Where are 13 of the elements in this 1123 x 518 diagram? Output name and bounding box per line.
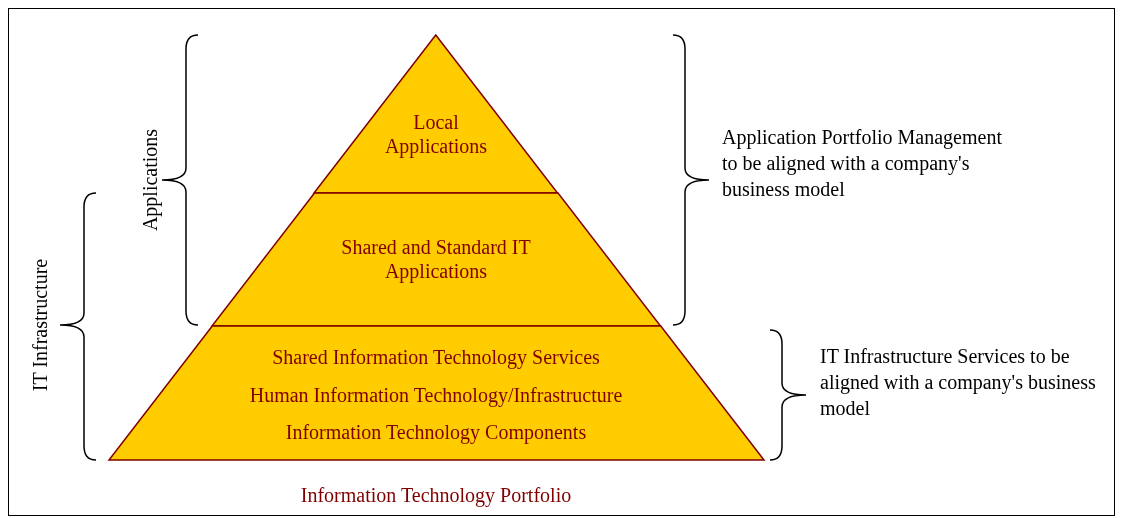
section-label: Human Information Technology/Infrastructure [248, 383, 624, 407]
section-label: Shared and Standard IT Applications [340, 235, 532, 283]
vertical-label: Applications [138, 127, 163, 234]
section-label: Shared Information Technology Services [271, 345, 601, 369]
pyramid-base-section [108, 326, 764, 460]
caption: Information Technology Portfolio [299, 483, 573, 508]
section-label: Information Technology Components [284, 420, 588, 444]
section-label: Local Applications [383, 110, 489, 158]
pyramid-top-section [314, 35, 558, 193]
side-note: Application Portfolio Management to be aligned with a company's business model [722, 125, 1003, 202]
side-note: IT Infrastructure Services to be aligned with a company's business model [820, 344, 1097, 421]
vertical-label: IT Infrastructure [28, 257, 52, 394]
pyramid-middle-section [211, 193, 661, 326]
